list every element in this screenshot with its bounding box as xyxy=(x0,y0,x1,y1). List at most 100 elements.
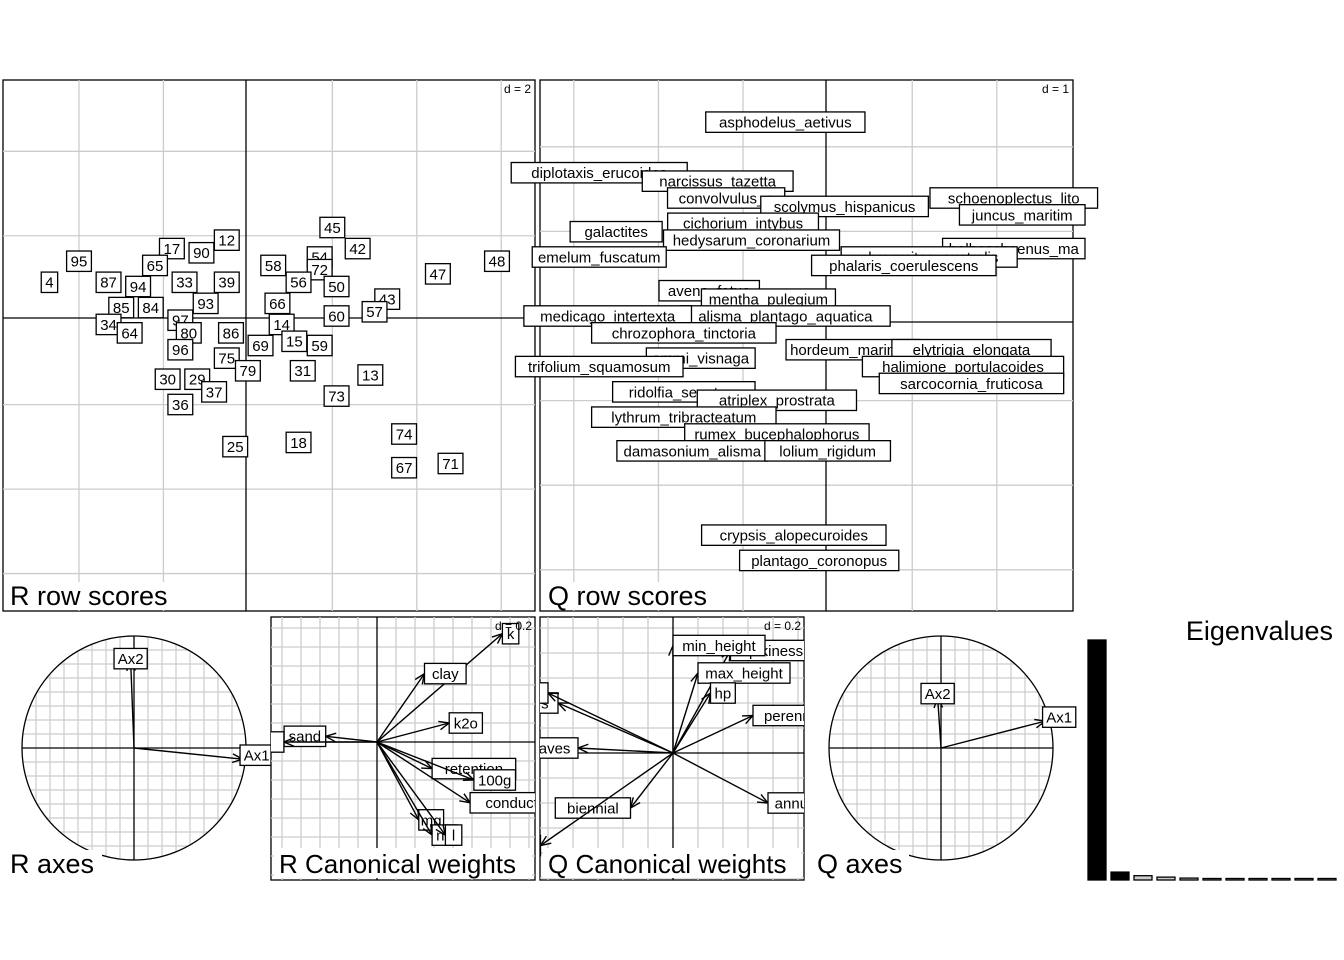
point-label-text: mentha_pulegium xyxy=(709,292,828,309)
point-label-box xyxy=(483,250,511,273)
point-label-text: 14 xyxy=(273,317,290,334)
point-label: 66 xyxy=(264,292,291,315)
point-label: 39 xyxy=(213,271,240,294)
point-label-box xyxy=(590,322,777,344)
point-label-text: elytrigia_elongata xyxy=(913,342,1031,359)
point-label: chrozophora_tinctoria xyxy=(590,322,777,344)
point-label-text: 37 xyxy=(206,384,223,401)
weight-arrow xyxy=(629,752,674,809)
weight-label-text: clay xyxy=(432,666,459,683)
point-label-box xyxy=(125,275,152,298)
eigenvalue-bar xyxy=(1317,877,1337,881)
point-label-text: damasonium_alisma xyxy=(623,443,761,460)
point-label-text: 13 xyxy=(362,367,379,384)
eigenvalue-bar xyxy=(1110,871,1130,881)
weight-label: sand xyxy=(283,725,327,748)
weight-label-box xyxy=(709,682,736,704)
point-label-box xyxy=(810,254,997,277)
scale-label: d = 0.2 xyxy=(764,619,801,633)
weight-label-text: l xyxy=(452,828,455,845)
weight-label-text: k2o xyxy=(454,715,478,732)
weight-label-text: conductivity xyxy=(485,795,564,812)
point-label-text: convolvulus_a xyxy=(679,190,775,207)
weight-label-text: hp xyxy=(715,685,732,702)
weight-label-box xyxy=(271,731,285,753)
point-label-box xyxy=(40,271,59,294)
point-label-box xyxy=(437,452,464,475)
panel-title: Q axes xyxy=(817,849,903,879)
point-label-box xyxy=(222,435,249,458)
eigenvalue-bar xyxy=(1179,877,1199,881)
weight-label-box xyxy=(444,824,463,846)
grid xyxy=(271,617,535,880)
grid xyxy=(3,80,535,611)
point-label-text: juncus_maritim xyxy=(971,207,1073,224)
point-label-text: 59 xyxy=(311,338,328,355)
point-label: 30 xyxy=(154,368,181,391)
point-label-text: 50 xyxy=(328,279,345,296)
weight-arrow xyxy=(540,752,674,847)
point-label: 94 xyxy=(125,275,152,298)
title-background xyxy=(813,850,909,876)
point-label-box xyxy=(192,292,219,315)
eigenvalues-panel: Eigenvalues xyxy=(1087,616,1337,881)
point-labels: asphodelus_aetivusdiplotaxis_erucoidesna… xyxy=(510,111,1099,572)
point-label-text: 56 xyxy=(290,275,307,292)
weight-label: perennial xyxy=(752,704,826,727)
point-label-box xyxy=(958,204,1086,226)
point-label-text: 34 xyxy=(100,317,117,334)
weight-label-box xyxy=(540,834,542,857)
weight-arrow xyxy=(376,741,446,836)
weight-label-box xyxy=(469,791,535,814)
weight-label: max_height xyxy=(697,662,791,684)
point-label-text: halimione_portulacoides xyxy=(882,359,1044,376)
point-label-text: 47 xyxy=(430,266,447,283)
point-label-text: asphodelus_aetivus xyxy=(719,115,852,132)
weight-label-text: perennial xyxy=(764,708,826,725)
point-label-box xyxy=(705,111,866,133)
weight-arrows: spikinessmin_heightmax_heighthpperennial… xyxy=(540,634,826,857)
point-label-box xyxy=(213,271,240,294)
point-label: 58 xyxy=(260,254,287,277)
point-label-text: 39 xyxy=(218,275,235,292)
axis-label: Ax1 xyxy=(239,744,274,767)
point-label-text: 12 xyxy=(218,233,235,250)
point-label-text: galactites xyxy=(584,224,647,241)
title-background xyxy=(6,582,174,610)
point-label: convolvulus_a xyxy=(666,187,786,209)
point-label: 86 xyxy=(217,322,245,344)
panel-title: Q Canonical weights xyxy=(548,849,786,879)
point-label-box xyxy=(323,385,350,407)
point-label: 74 xyxy=(391,423,418,445)
axis-label-box xyxy=(1041,706,1077,728)
eigenvalue-bar xyxy=(1202,877,1222,881)
scale-label: d = 2 xyxy=(504,82,531,96)
point-label: plantago_coronopus xyxy=(738,549,900,572)
point-label-text: 25 xyxy=(227,439,244,456)
point-label-text: 74 xyxy=(396,426,413,443)
axis-arrow xyxy=(940,720,1046,749)
point-label-box xyxy=(319,216,346,239)
point-label-text: 17 xyxy=(164,241,181,258)
weight-label: k2o xyxy=(448,712,484,734)
point-label-box xyxy=(285,431,312,454)
point-label-text: 60 xyxy=(328,308,345,325)
weight-label: 100g xyxy=(473,769,517,791)
weight-label-box xyxy=(448,712,484,734)
weight-arrow xyxy=(672,672,699,754)
scale-label: d = 1 xyxy=(1042,82,1069,96)
point-label: trifolium_squamosum xyxy=(514,355,684,378)
weight-label-box xyxy=(697,662,791,684)
point-label: alisma_plantago_aquatica xyxy=(679,305,891,327)
axis-label-text: Ax1 xyxy=(244,748,270,765)
point-label-box xyxy=(361,300,388,323)
point-label-box xyxy=(289,359,316,382)
weight-arrow xyxy=(547,692,674,754)
weight-arrow xyxy=(672,692,712,754)
point-label-box xyxy=(391,456,418,479)
point-label-text: 75 xyxy=(218,351,235,368)
point-label-box xyxy=(137,296,164,319)
